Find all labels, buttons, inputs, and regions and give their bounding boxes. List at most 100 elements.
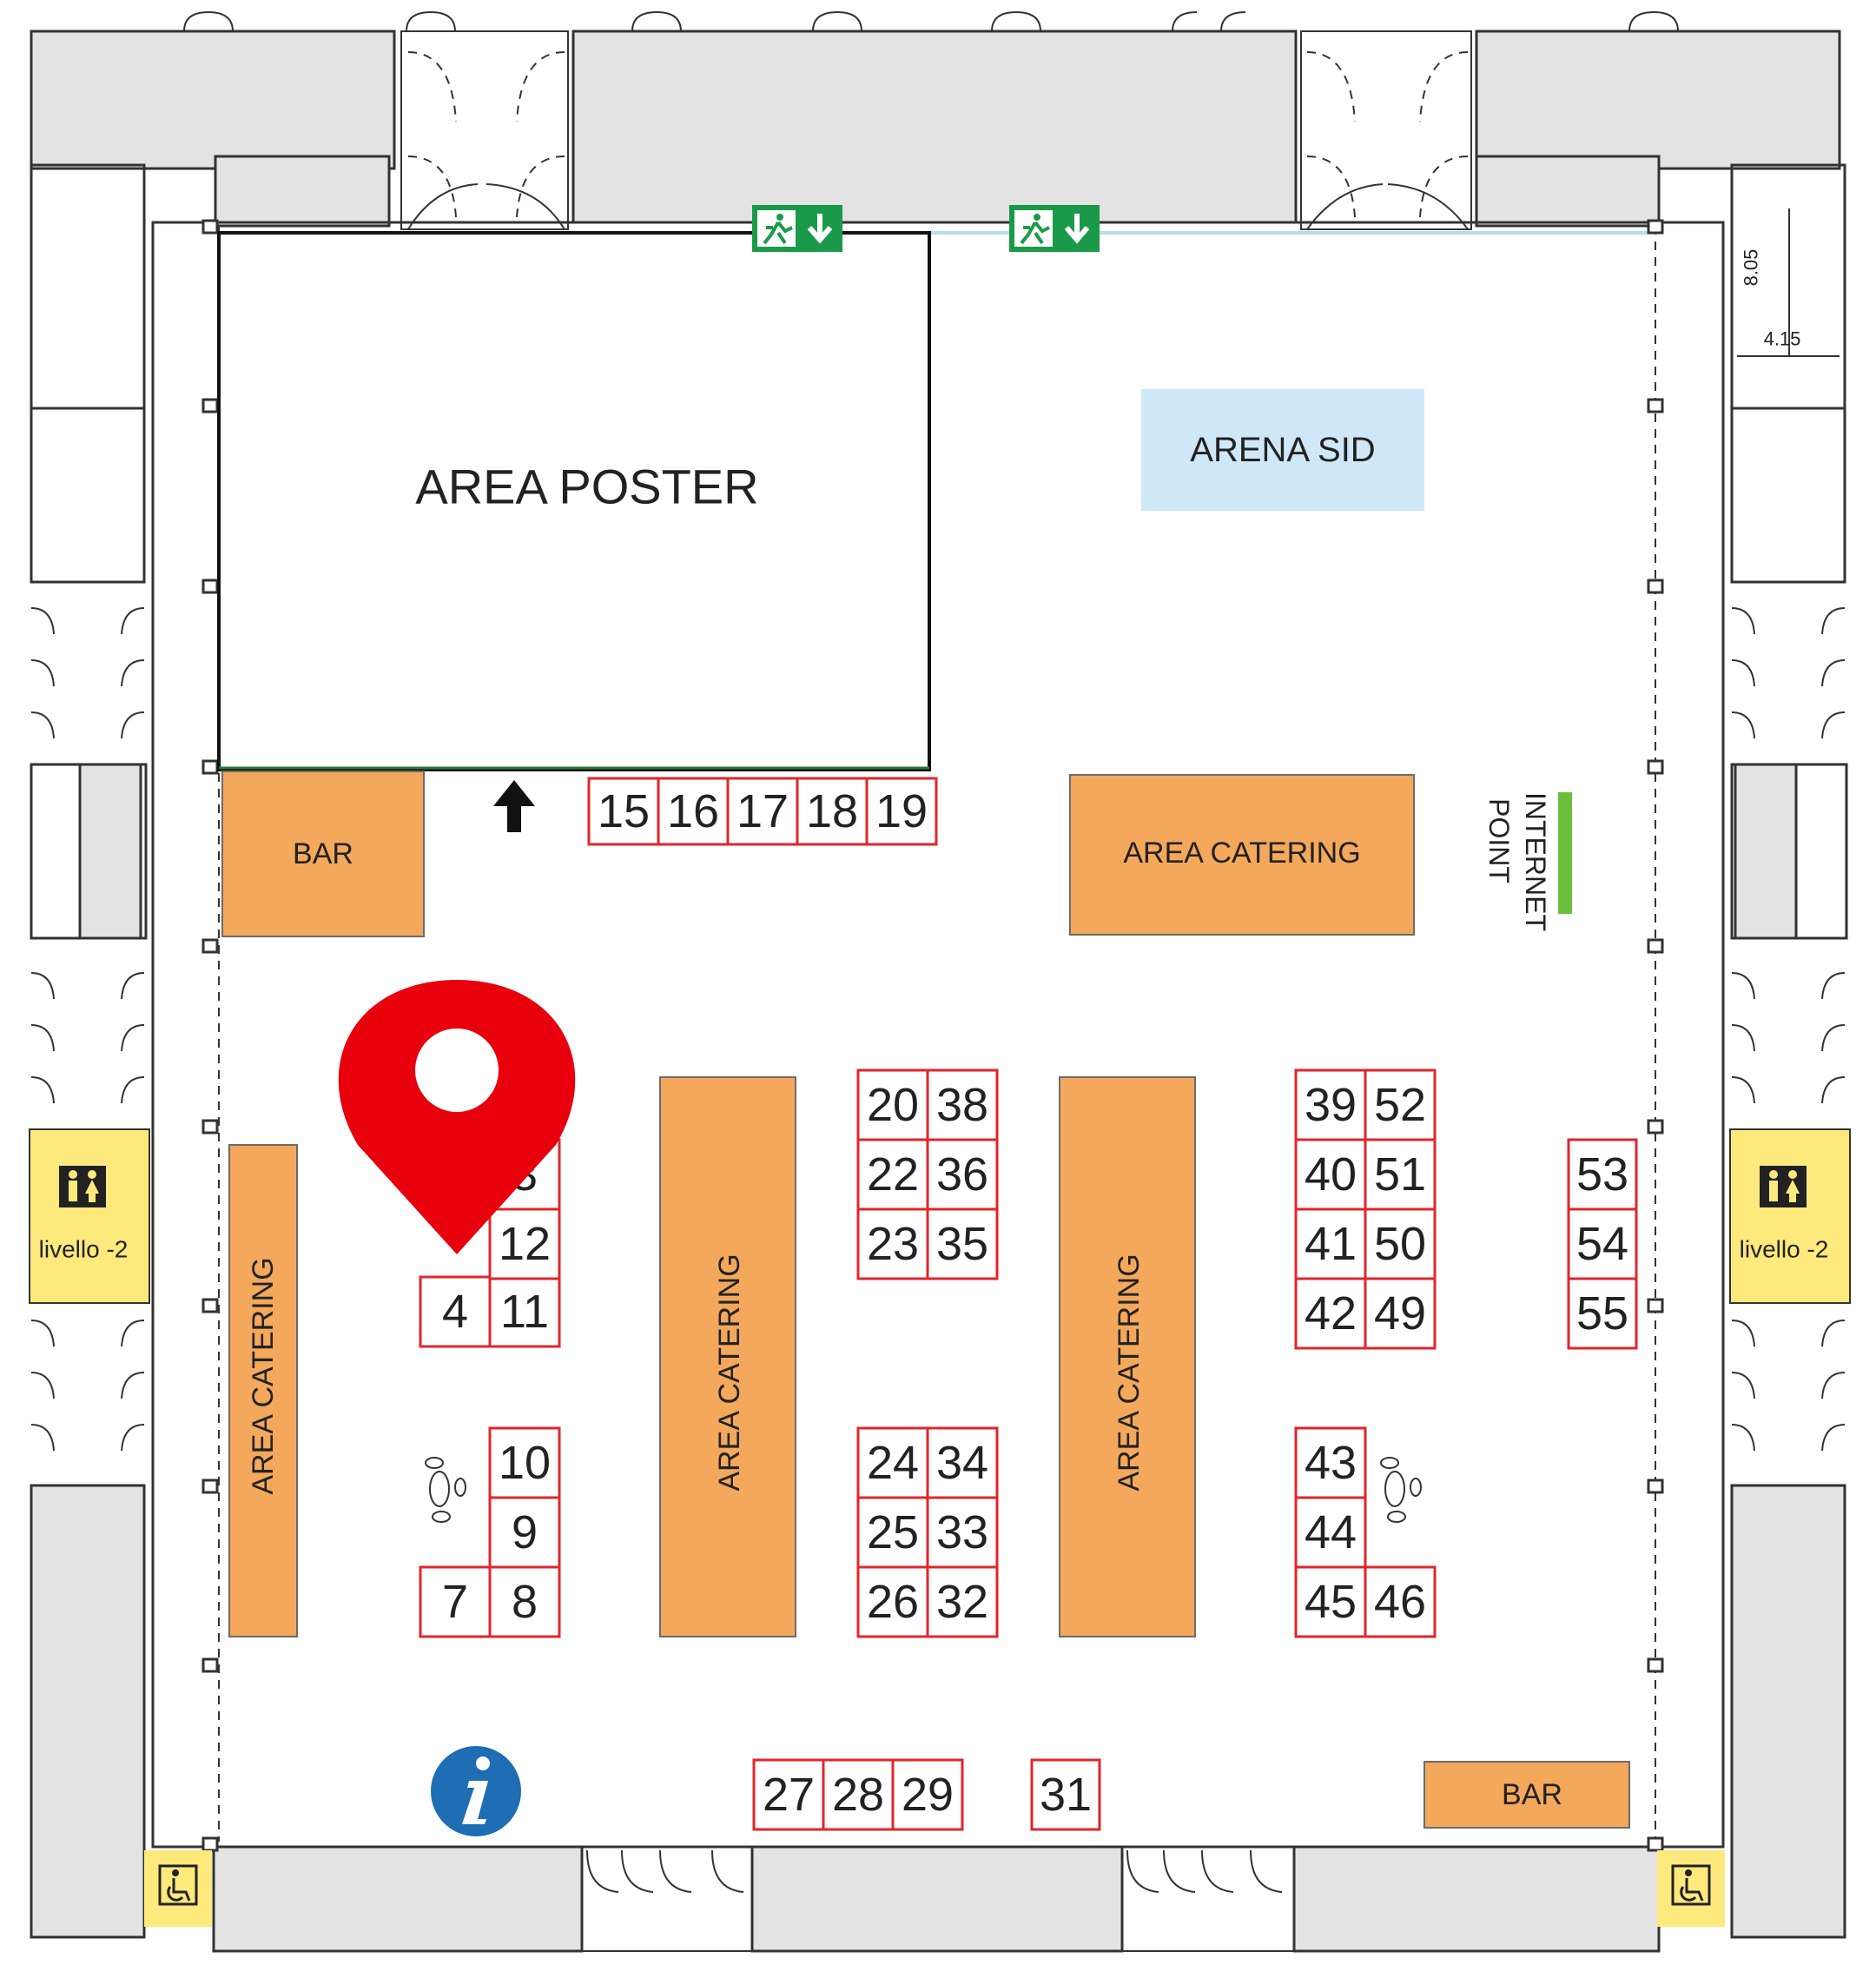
post-left-6: [201, 1119, 219, 1135]
post-right-6: [1647, 1119, 1664, 1135]
booth-8[interactable]: [488, 1565, 561, 1638]
booth-29[interactable]: [891, 1758, 964, 1831]
booth-17-number: 17: [737, 785, 789, 837]
internet-point-label-line1: INTERNET: [1520, 792, 1551, 931]
door-frame-top-2: [1300, 30, 1472, 230]
booth-43-number: 43: [1305, 1437, 1357, 1489]
booth-33[interactable]: [926, 1496, 999, 1569]
wheelchair-icon: [1671, 1864, 1711, 1906]
booth-26-number: 26: [867, 1576, 919, 1628]
restroom-icon: [1760, 1166, 1807, 1207]
post-right-4: [1647, 759, 1664, 775]
post-left-7: [201, 1298, 219, 1313]
booth-33-number: 33: [936, 1506, 988, 1558]
booth-40[interactable]: [1294, 1138, 1367, 1211]
booth-26[interactable]: [856, 1565, 929, 1638]
wall-right-stair-frame: [1730, 407, 1846, 584]
booth-12[interactable]: [488, 1207, 561, 1280]
post-left-8: [201, 1479, 219, 1494]
booth-16[interactable]: [657, 777, 730, 846]
booth-11[interactable]: [488, 1275, 561, 1348]
arena-sid-label: ARENA SID: [1190, 431, 1375, 469]
booth-10-number: 10: [499, 1437, 551, 1489]
wall-right-lower-block: [1730, 1484, 1846, 1939]
booth-grid: 1347891011121516171819202223242526272829…: [419, 777, 1638, 1831]
booth-28-number: 28: [832, 1769, 884, 1821]
booth-54-number: 54: [1576, 1218, 1628, 1270]
wall-bottom-right-block: [1292, 1845, 1661, 1953]
catering-center-left-zone: [659, 1076, 796, 1637]
dim-label-vertical: 8.05: [1741, 249, 1762, 287]
booth-43[interactable]: [1294, 1426, 1367, 1499]
booth-16-number: 16: [667, 785, 719, 837]
booth-36-number: 36: [936, 1148, 988, 1201]
location-pin-icon: [338, 980, 576, 1254]
area-poster-label: AREA POSTER: [415, 460, 758, 514]
post-right-7: [1647, 1298, 1664, 1313]
door-arcs-top: [407, 183, 1469, 230]
booth-15[interactable]: [587, 777, 660, 846]
booth-46[interactable]: [1364, 1565, 1437, 1638]
dim-label-horizontal: 4.15: [1764, 328, 1801, 350]
wall-bottom-center-block: [750, 1845, 1124, 1953]
footprints-icon: [1380, 1457, 1422, 1523]
booth-51[interactable]: [1364, 1138, 1437, 1211]
booth-38[interactable]: [926, 1068, 999, 1141]
wall-left-lower-block: [30, 1484, 146, 1939]
booth-19-number: 19: [875, 785, 928, 837]
booth-46-number: 46: [1374, 1576, 1426, 1628]
post-right-9: [1647, 1657, 1664, 1673]
booth-35-number: 35: [936, 1218, 988, 1270]
exit-sign-icon: [1009, 205, 1100, 252]
post-right-3: [1647, 579, 1664, 594]
booth-31[interactable]: [1030, 1758, 1101, 1831]
post-left-9: [201, 1657, 219, 1673]
booth-45[interactable]: [1294, 1565, 1367, 1638]
wheelchair-icon: [158, 1864, 198, 1906]
booth-27[interactable]: [752, 1758, 825, 1831]
booth-44-number: 44: [1305, 1506, 1357, 1558]
door-swings-top-2: [1306, 51, 1469, 218]
booth-7[interactable]: [419, 1565, 492, 1638]
door-frame-bottom-2: [1121, 1846, 1295, 1952]
booth-27-number: 27: [763, 1769, 815, 1821]
booth-19[interactable]: [865, 777, 938, 846]
booth-42-number: 42: [1305, 1287, 1357, 1340]
wall-top-right-block: [1475, 30, 1841, 170]
booth-53-number: 53: [1576, 1148, 1628, 1201]
booth-17[interactable]: [726, 777, 799, 846]
booth-9-number: 9: [512, 1506, 538, 1558]
booth-20[interactable]: [856, 1068, 929, 1141]
info-icon[interactable]: [431, 1746, 521, 1836]
booth-10[interactable]: [488, 1426, 561, 1499]
restroom-icon: [59, 1166, 106, 1207]
post-left-5: [201, 938, 219, 954]
wall-left-mid-block: [78, 763, 142, 940]
wall-left-upper-frame: [30, 163, 146, 410]
post-right-8: [1647, 1479, 1664, 1494]
footprints-icon: [425, 1457, 466, 1523]
booth-53[interactable]: [1567, 1138, 1638, 1211]
wall-top-left-notch: [214, 155, 391, 228]
catering-left-zone: [228, 1144, 298, 1637]
right-side-doors: [1731, 607, 1846, 1452]
restroom-right: livello -2: [1729, 1128, 1851, 1304]
wall-top-right-notch: [1475, 155, 1661, 228]
booth-11-number: 11: [500, 1286, 549, 1338]
booth-18[interactable]: [796, 777, 869, 846]
booth-55[interactable]: [1567, 1277, 1638, 1350]
booth-41-number: 41: [1305, 1218, 1357, 1270]
booth-39[interactable]: [1294, 1068, 1367, 1141]
booth-23[interactable]: [856, 1207, 929, 1280]
restroom-left: livello -2: [29, 1128, 150, 1304]
booth-54[interactable]: [1567, 1207, 1638, 1280]
booth-34[interactable]: [926, 1426, 999, 1499]
wheelchair-left: [144, 1850, 212, 1927]
wall-top-left-block: [30, 30, 396, 170]
booth-36[interactable]: [926, 1138, 999, 1211]
door-frame-bottom-1: [581, 1846, 753, 1952]
booth-52[interactable]: [1364, 1068, 1437, 1141]
booth-22[interactable]: [856, 1138, 929, 1211]
booth-9[interactable]: [488, 1496, 561, 1569]
